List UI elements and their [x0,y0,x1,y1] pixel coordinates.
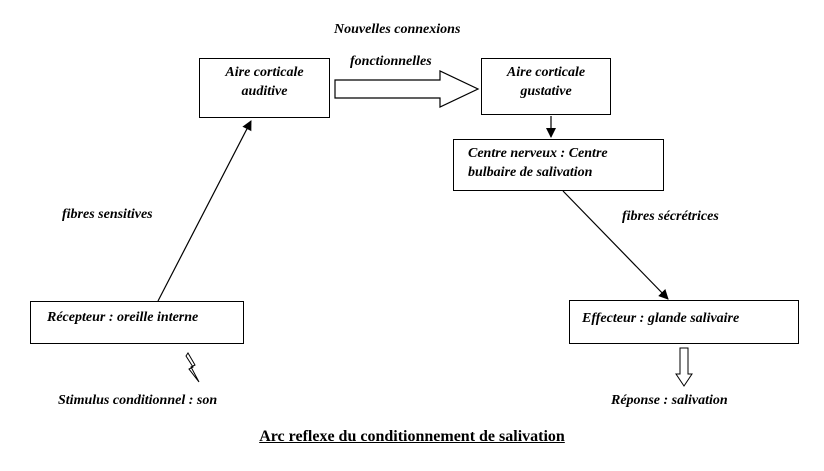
aire-corticale-auditive-box: Aire corticale auditive [199,58,330,118]
fibres-secretrices-label: fibres sécrétrices [622,209,719,224]
centre-nerveux-box: Centre nerveux : Centre bulbaire de sali… [453,139,664,191]
reponse-label: Réponse : salivation [611,393,728,408]
fibres-secretrices-arrow [562,190,669,300]
effecteur-box: Effecteur : glande salivaire [569,300,799,344]
diagram-caption: Arc reflexe du conditionnement de saliva… [259,428,565,445]
nouvelles-connexions-label: Nouvelles connexions [334,22,461,37]
aire-corticale-gustative-box: Aire corticale gustative [481,58,611,115]
nouvelles-connexions-arrow [334,70,480,108]
reponse-arrow-icon [675,347,693,387]
fonctionnelles-label: fonctionnelles [350,54,432,69]
centre-nerveux-text: Centre nerveux : Centre bulbaire de sali… [468,146,608,180]
aire-auditive-text: Aire corticale auditive [225,65,304,99]
fibres-sensitives-label: fibres sensitives [62,207,153,222]
effecteur-text: Effecteur : glande salivaire [582,311,740,326]
stimulus-label: Stimulus conditionnel : son [58,393,218,408]
aire-gustative-text: Aire corticale gustative [506,65,586,99]
recepteur-box: Récepteur : oreille interne [30,301,244,344]
recepteur-text: Récepteur : oreille interne [47,310,199,325]
fibres-sensitives-arrow [157,120,252,302]
stimulus-lightning-icon [185,352,200,383]
